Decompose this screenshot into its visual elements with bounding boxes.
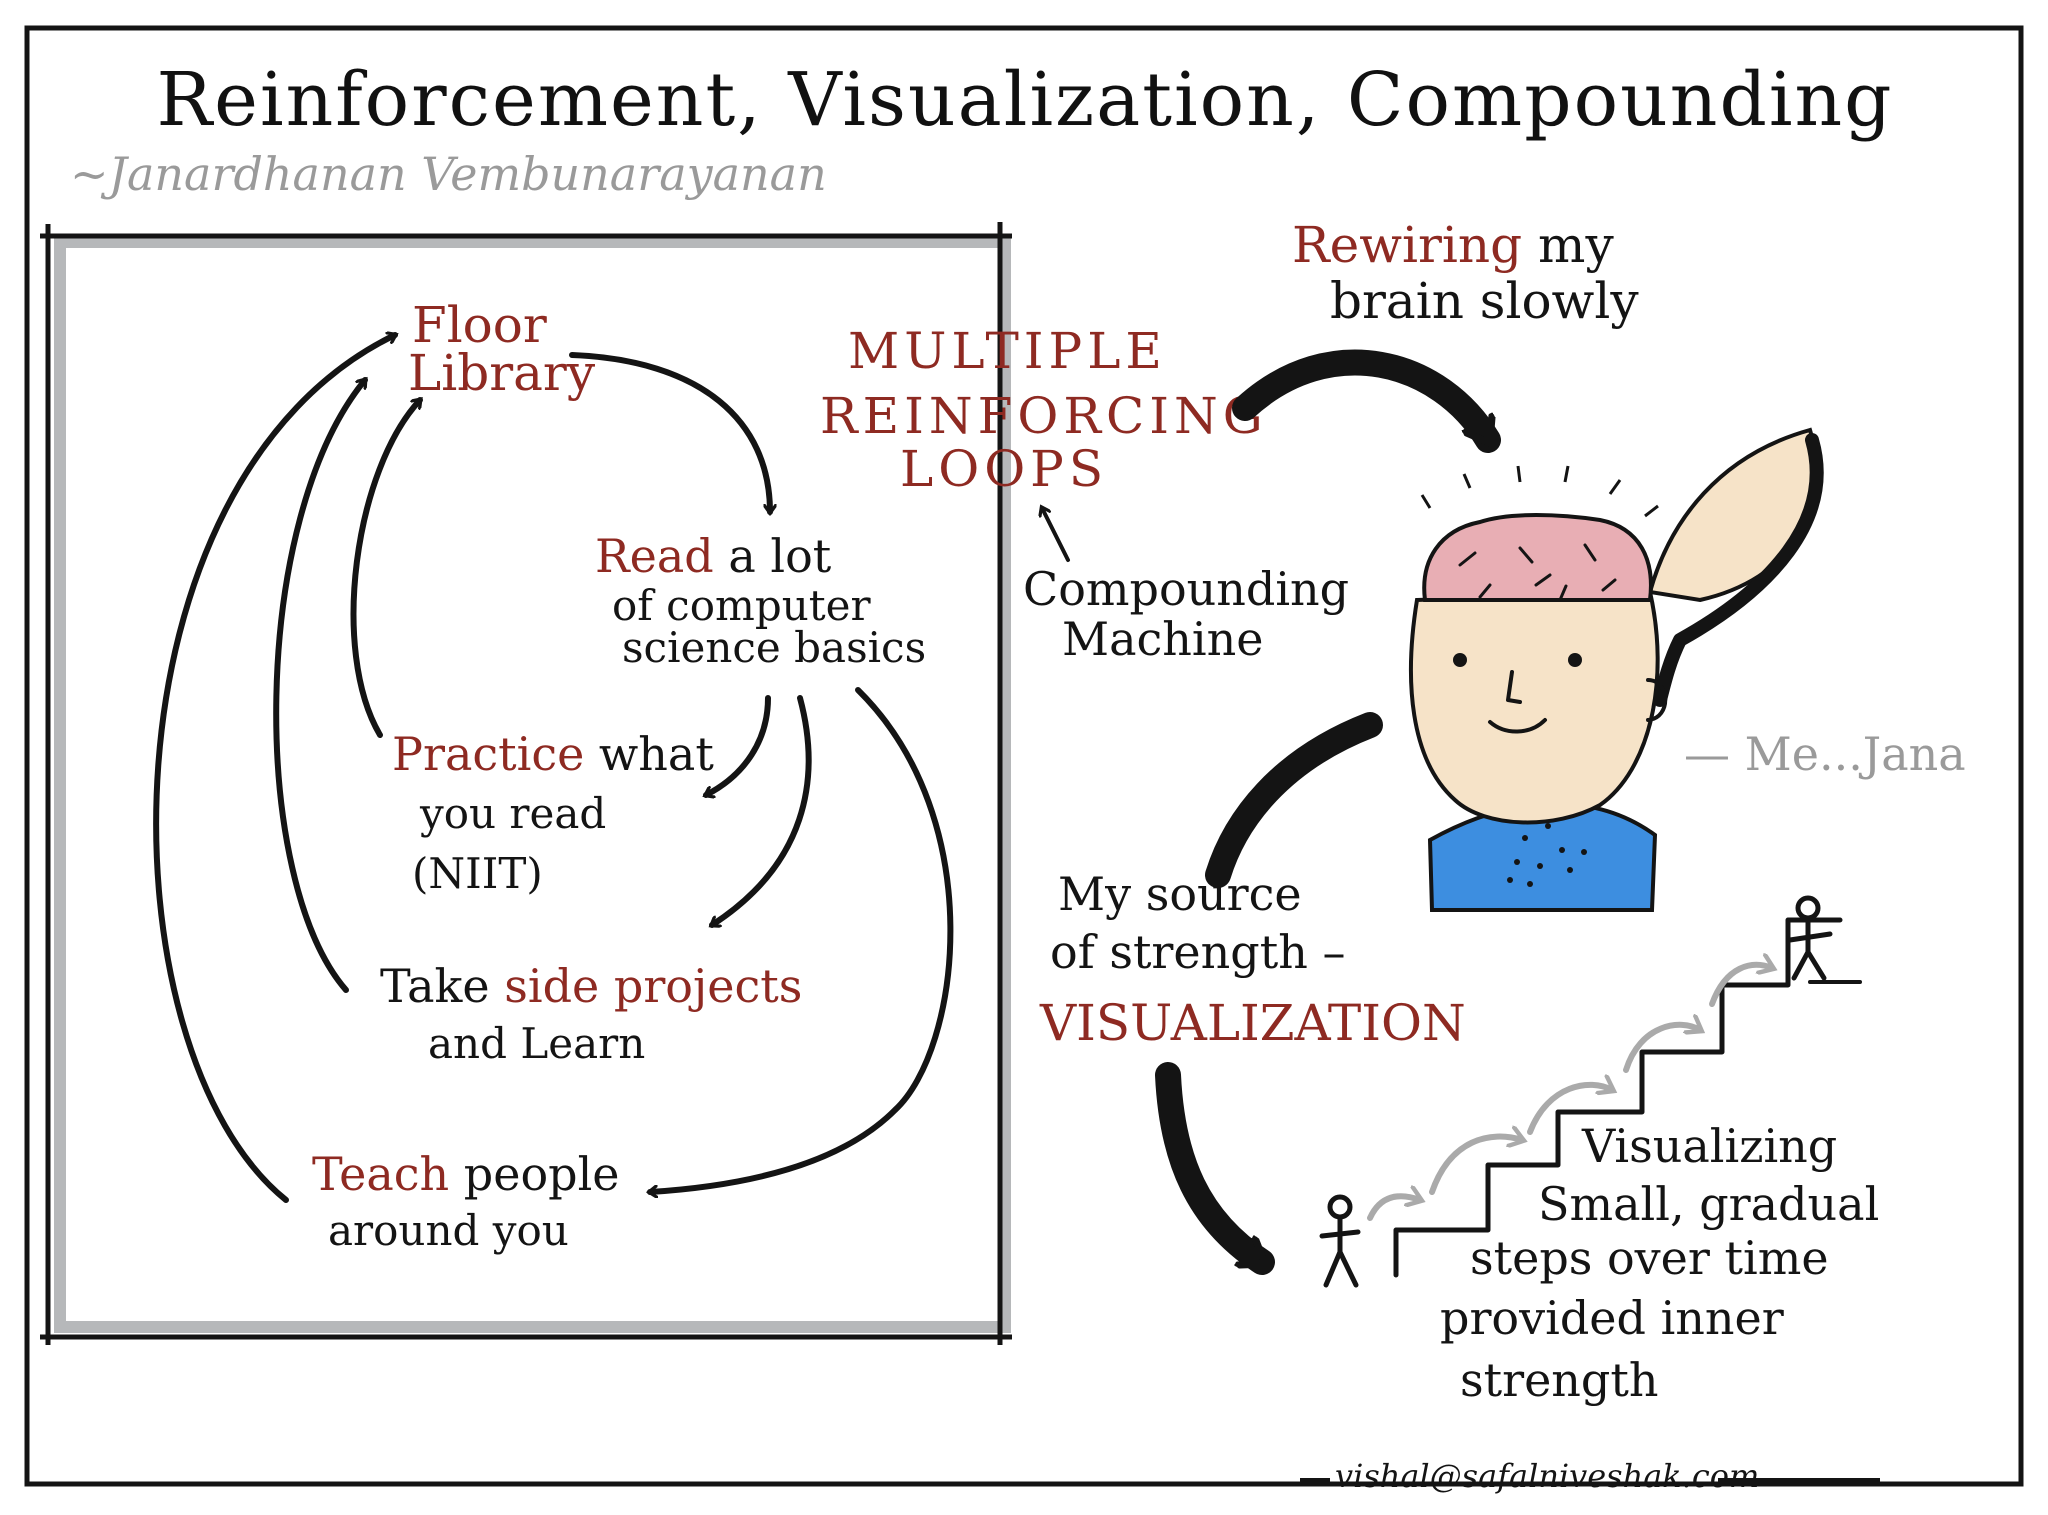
teach-line2: around you — [328, 1206, 569, 1255]
hair — [1653, 433, 1824, 707]
read-highlight: Read — [595, 529, 714, 583]
me-label: — Me...Jana — [1684, 727, 1966, 781]
arrow-brain-to-visualization — [1205, 712, 1383, 888]
visualizing-line2: Small, gradual — [1538, 1177, 1879, 1231]
page-title: Reinforcement, Visualization, Compoundin… — [156, 57, 1893, 143]
compounding-line2: Machine — [1062, 612, 1263, 666]
rewiring-rest: my — [1522, 216, 1614, 274]
stick-figure-top — [1787, 895, 1833, 981]
node-practice: Practice what you read (NIIT) — [392, 727, 714, 898]
right-eye — [1568, 653, 1582, 667]
read-rest: a lot — [714, 529, 832, 583]
arrow-library-to-read — [569, 352, 770, 512]
side-line2: and Learn — [428, 1019, 645, 1068]
visualizing-line5: strength — [1460, 1353, 1659, 1407]
gray-step-arrows — [1367, 965, 1772, 1221]
strength-line2: of strength – — [1050, 925, 1345, 979]
loops-line2: REINFORCING — [820, 387, 1268, 445]
library-label: Library — [408, 344, 596, 402]
loop-arrows — [153, 335, 954, 1203]
rewiring-highlight: Rewiring — [1292, 216, 1522, 274]
arrow-practice-to-library — [350, 400, 423, 738]
brain-folds — [1458, 543, 1617, 602]
read-line3: science basics — [622, 623, 926, 672]
arrow-compounding-up — [1042, 508, 1070, 562]
node-side-projects: Take side projects and Learn — [380, 959, 802, 1068]
svg-text:Read a lot: Read a lot — [595, 529, 832, 583]
arrow-loops-to-brain — [1232, 349, 1501, 453]
floor-label: Floor — [412, 296, 547, 354]
outer-frame — [24, 25, 2024, 1487]
arrow-teach-to-library — [153, 335, 395, 1203]
left-eye — [1453, 653, 1467, 667]
brain — [1422, 513, 1653, 602]
visualizing-line3: steps over time — [1470, 1231, 1829, 1285]
arrow-read-to-teach — [650, 687, 954, 1192]
stick-figure-bottom — [1319, 1194, 1361, 1288]
side-pre: Take — [380, 959, 504, 1013]
nose — [1506, 670, 1522, 704]
side-highlight: side projects — [504, 959, 802, 1013]
teach-rest: people — [449, 1147, 619, 1201]
smile — [1488, 718, 1547, 734]
visualizing-line1: Visualizing — [1581, 1119, 1837, 1173]
read-line2: of computer — [612, 581, 871, 630]
signature: vishal@safalniveshak.com — [1335, 1457, 1759, 1495]
svg-text:Rewiring my: Rewiring my — [1292, 216, 1614, 274]
node-read: Read a lot of computer science basics — [595, 529, 926, 672]
rewiring-line2: brain slowly — [1330, 272, 1639, 330]
compounding-line1: Compounding — [1023, 562, 1349, 616]
svg-text:Teach people: Teach people — [312, 1147, 620, 1201]
arrow-side-to-library — [273, 380, 368, 993]
brain-sparks — [1420, 465, 1659, 518]
head-flap — [1647, 427, 1819, 603]
arrow-read-to-side — [712, 695, 812, 928]
ear — [1646, 678, 1668, 722]
compounding-machine-label: Compounding Machine — [1023, 562, 1349, 666]
practice-line2: you read — [419, 789, 606, 838]
svg-text:Take side projects: Take side projects — [380, 959, 802, 1013]
practice-line3: (NIIT) — [412, 849, 543, 898]
strength-highlight: VISUALIZATION — [1039, 994, 1466, 1052]
visualizing-line4: provided inner — [1440, 1291, 1784, 1345]
loops-line1: MULTIPLE — [848, 322, 1167, 380]
shirt-dots — [1507, 823, 1587, 887]
face — [1409, 589, 1660, 825]
multiple-loops-label: MULTIPLE REINFORCING LOOPS — [820, 322, 1268, 498]
strength-label: My source of strength – VISUALIZATION — [1039, 867, 1466, 1052]
visualizing-text: Visualizing Small, gradual steps over ti… — [1440, 1119, 1879, 1407]
person-head-illustration — [1409, 427, 1824, 912]
practice-rest: what — [584, 727, 714, 781]
staircase — [1393, 917, 1862, 1278]
practice-highlight: Practice — [392, 727, 584, 781]
author-credit: ~Janardhanan Vembunarayanan — [70, 147, 827, 201]
strength-line1: My source — [1058, 867, 1302, 921]
loop-box — [40, 222, 1012, 1345]
arrow-visualization-to-steps — [1155, 1062, 1275, 1275]
rewiring-label: Rewiring my brain slowly — [1292, 216, 1639, 330]
node-floor-library: Floor Library — [408, 296, 596, 402]
arrow-read-to-practice — [706, 695, 771, 795]
node-teach: Teach people around you — [312, 1147, 620, 1255]
loops-line3: LOOPS — [900, 440, 1108, 498]
teach-highlight: Teach — [312, 1147, 449, 1201]
svg-text:Practice what: Practice what — [392, 727, 714, 781]
